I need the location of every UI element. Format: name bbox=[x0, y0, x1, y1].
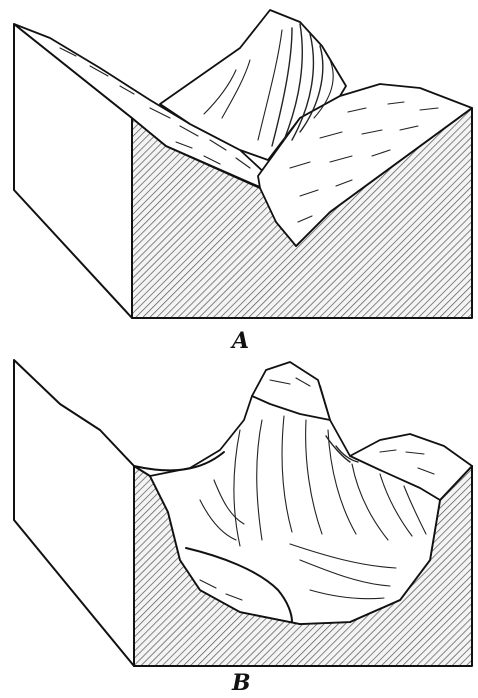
panel-b-left-side-face bbox=[14, 360, 134, 666]
panel-a-label: A bbox=[230, 328, 249, 354]
panel-a-block bbox=[14, 10, 472, 318]
panel-b-label: B bbox=[231, 670, 251, 696]
panel-b-block bbox=[14, 360, 472, 666]
